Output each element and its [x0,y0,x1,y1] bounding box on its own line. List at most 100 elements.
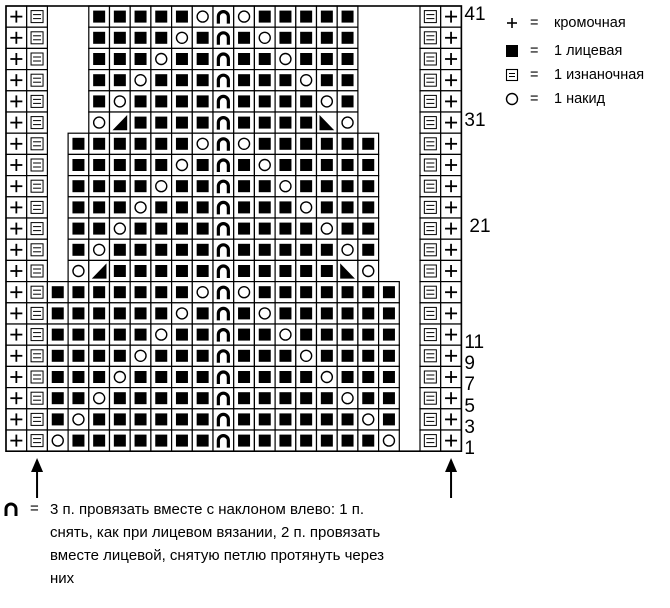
knit-stitch-icon [341,328,354,341]
knit-stitch-icon [72,371,85,383]
chart-cell [212,90,235,113]
knit-stitch-icon [175,349,188,362]
chart-cell [295,196,318,219]
knit-stitch-icon [341,349,354,362]
purl-stitch-icon [423,222,437,236]
knit-stitch-icon [300,222,313,235]
yarn-over-icon [258,158,271,172]
knit-stitch-icon [300,137,313,150]
k3tog-left-icon [216,306,230,321]
knit-stitch-icon [155,434,168,447]
yarn-over-icon [134,201,147,214]
purl-stitch-icon [30,200,44,214]
chart-cell [26,132,49,155]
yarn-over-icon [175,307,189,320]
chart-cell [295,68,318,92]
knit-stitch-icon [72,137,85,150]
decrease-left-icon [91,263,107,279]
knit-stitch-icon [155,95,168,108]
yarn-over-icon [72,264,85,278]
yarn-over-icon [155,179,168,193]
knit-stitch-icon [93,286,106,299]
knit-stitch-icon [320,265,333,277]
knit-stitch-icon [93,31,106,44]
chart-cell [26,217,49,240]
knit-stitch-icon [382,413,395,426]
knit-stitch-icon [93,349,106,362]
knit-stitch-icon [238,265,251,277]
knit-stitch-icon [300,307,313,320]
knit-stitch-icon [279,31,292,44]
knit-stitch-icon [320,434,333,447]
yarn-over-icon [113,95,127,108]
yarn-over-icon [279,179,292,193]
yarn-over-icon [92,116,106,129]
knit-stitch-icon [134,371,147,383]
row-number: 11 [464,332,485,353]
knit-stitch-icon [196,413,209,426]
knit-stitch-icon [175,392,188,405]
knit-stitch-icon [258,180,271,193]
knit-stitch-icon [238,243,251,256]
knit-stitch-icon [238,307,251,320]
knit-stitch-icon [93,53,106,65]
chart-cell [26,68,49,92]
chart-cell [419,281,442,304]
yarn-over-icon [134,349,147,362]
purl-stitch-icon [423,10,437,24]
knit-stitch-icon [341,74,354,87]
yarn-over-icon [320,370,334,384]
purl-stitch-icon [423,349,437,363]
legend-eq: = [530,15,539,31]
knit-stitch-icon [238,74,251,87]
k3tog-left-icon [216,31,230,45]
knit-stitch-icon [72,349,85,362]
knit-stitch-icon [300,116,313,129]
purl-stitch-icon [30,434,44,448]
knit-stitch-icon [93,10,106,23]
chart-cell [26,302,49,325]
yarn-over-icon [113,222,127,235]
k3tog-left-icon [216,243,230,257]
knit-stitch-icon [238,434,251,447]
knit-stitch-icon [93,371,106,383]
k3tog-left-icon [216,10,230,24]
knit-stitch-icon [155,74,168,87]
chart-cell [150,47,173,71]
chart-cell [46,429,69,452]
chart-cell [419,429,442,452]
chart-cell [212,387,235,410]
knit-stitch-icon [320,243,333,256]
chart-cell [233,281,255,304]
knit-stitch-icon [238,31,251,44]
chart-cell [212,217,235,240]
yarn-over-icon [362,413,375,426]
knit-stitch-icon [72,222,85,235]
chart-cell [26,47,49,71]
legend-label: 1 лицевая [554,43,623,59]
chart-cell [108,217,131,240]
chart-cell [253,26,276,50]
chart-cell [171,26,193,50]
legend-eq: = [530,91,539,107]
knit-stitch-icon [51,349,64,362]
knit-stitch-icon [155,137,168,150]
knit-stitch-icon [238,371,251,383]
knit-stitch-icon [320,307,333,320]
chart-cell [129,344,152,368]
knit-stitch-icon [320,10,333,23]
knit-stitch-icon [196,116,209,129]
knit-stitch-icon [300,180,313,193]
knit-stitch-icon [51,286,64,299]
knit-stitch-icon [341,31,354,44]
chart-cell [315,217,338,240]
knit-stitch-icon [113,413,126,426]
knit-stitch-icon [175,137,188,150]
chart-frame [5,5,463,453]
yarn-over-icon [155,328,168,341]
knit-stitch-icon [320,413,333,426]
knit-stitch-icon [300,243,313,256]
knit-stitch-icon [279,434,292,447]
yarn-over-icon [505,92,519,106]
knit-stitch-icon [300,10,313,23]
